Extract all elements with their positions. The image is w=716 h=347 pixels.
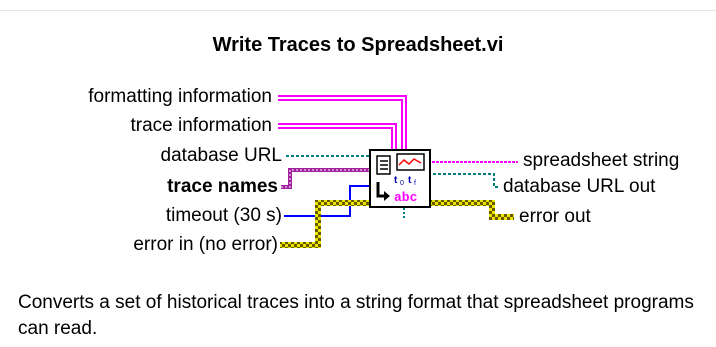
svg-text:0: 0 xyxy=(400,180,404,187)
input-label-error-in: error in (no error) xyxy=(133,234,278,255)
wire-error-out xyxy=(428,200,514,220)
output-label-spreadsheet-string: spreadsheet string xyxy=(523,150,680,171)
output-label-error-out: error out xyxy=(519,206,591,227)
wires-svg: t 0 t f abc xyxy=(278,95,518,248)
input-label-trace-names: trace names xyxy=(167,176,278,197)
wire-trace-information xyxy=(278,123,397,156)
vi-description: Converts a set of historical traces into… xyxy=(18,292,694,339)
connector-pane-diagram: t 0 t f abc formatting information trace… xyxy=(0,70,716,280)
svg-text:f: f xyxy=(414,180,416,187)
wire-formatting-information xyxy=(278,95,407,156)
vi-title: Write Traces to Spreadsheet.vi xyxy=(212,34,504,56)
write-traces-to-spreadsheet-icon: t 0 t f abc xyxy=(369,149,431,208)
wire-database-url-out xyxy=(428,173,500,188)
input-label-timeout: timeout (30 s) xyxy=(165,205,282,226)
svg-text:t: t xyxy=(394,175,398,186)
input-label-database-url: database URL xyxy=(160,145,282,166)
input-label-trace-information: trace information xyxy=(130,115,272,136)
input-label-formatting-information: formatting information xyxy=(88,86,272,107)
svg-text:t: t xyxy=(408,175,412,186)
wire-trace-names xyxy=(281,168,372,189)
svg-text:abc: abc xyxy=(394,190,418,205)
wire-error-in xyxy=(280,200,372,248)
output-label-database-url-out: database URL out xyxy=(503,176,656,197)
top-divider xyxy=(0,10,716,11)
